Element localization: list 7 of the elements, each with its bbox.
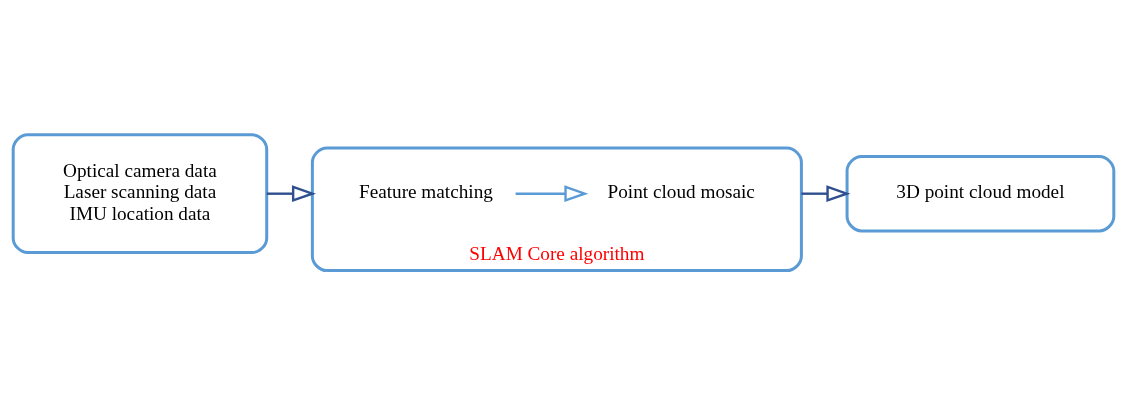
node-text: Point cloud mosaic <box>607 180 755 202</box>
arrow <box>266 184 316 202</box>
arrow <box>515 184 589 202</box>
node-box: Optical camera data Laser scanning data IMU location data <box>11 132 269 254</box>
node-text: Feature matching <box>358 180 493 202</box>
arrow <box>801 184 851 202</box>
node-box: 3D point cloud model <box>845 154 1116 232</box>
